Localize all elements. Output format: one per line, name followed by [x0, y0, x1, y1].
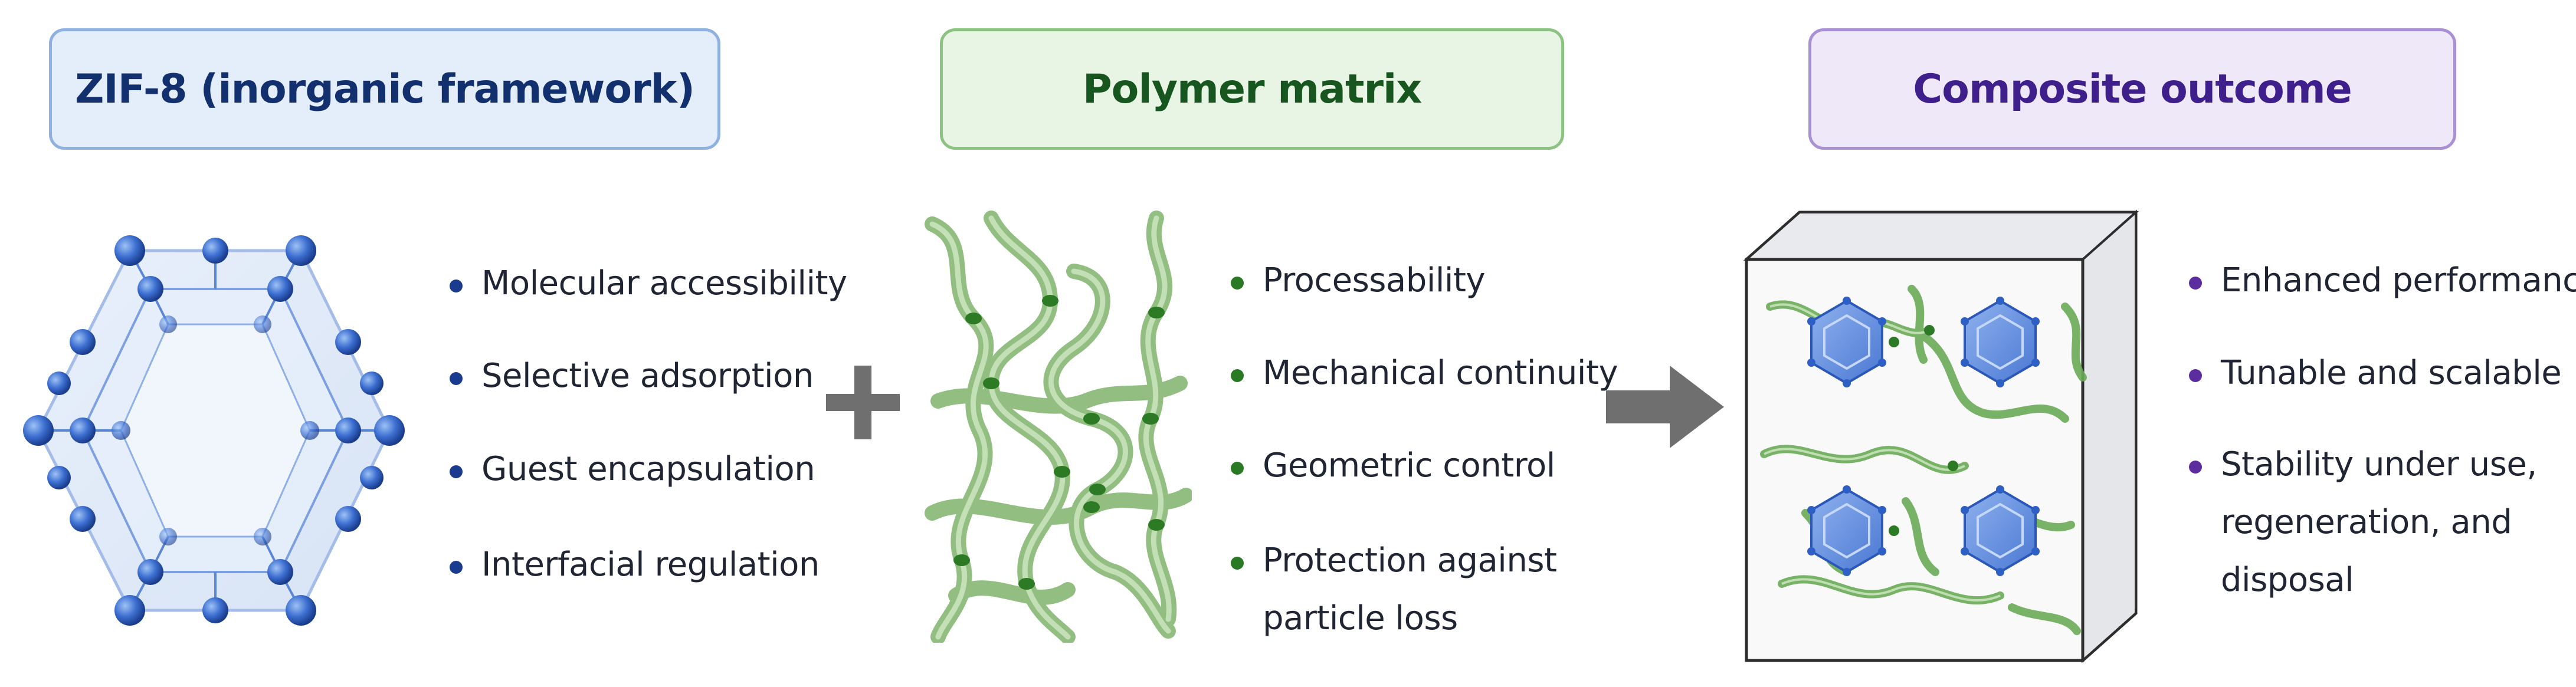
bullet-icon — [450, 561, 463, 574]
bullet-icon — [2189, 369, 2202, 382]
bullet-icon — [1231, 557, 1244, 570]
composite-outcome-header: Composite outcome — [1808, 28, 2456, 150]
polymer-matrix-header: Polymer matrix — [940, 28, 1564, 150]
bullet-icon — [2189, 277, 2202, 290]
bullet-icon — [450, 372, 463, 385]
plus-icon — [826, 366, 900, 439]
composite-block-icon — [1743, 209, 2139, 663]
bullet-icon — [1231, 462, 1244, 475]
bullet-icon — [1231, 277, 1244, 290]
polymer-chains-icon — [925, 211, 1192, 643]
zif8-header: ZIF-8 (inorganic framework) — [49, 28, 720, 150]
bullet-icon — [2189, 461, 2202, 474]
zif8-cage-icon — [23, 235, 405, 626]
arrow-right-icon — [1606, 366, 1724, 448]
bullet-icon — [450, 465, 463, 478]
bullet-icon — [1231, 369, 1244, 382]
bullet-icon — [450, 280, 463, 292]
